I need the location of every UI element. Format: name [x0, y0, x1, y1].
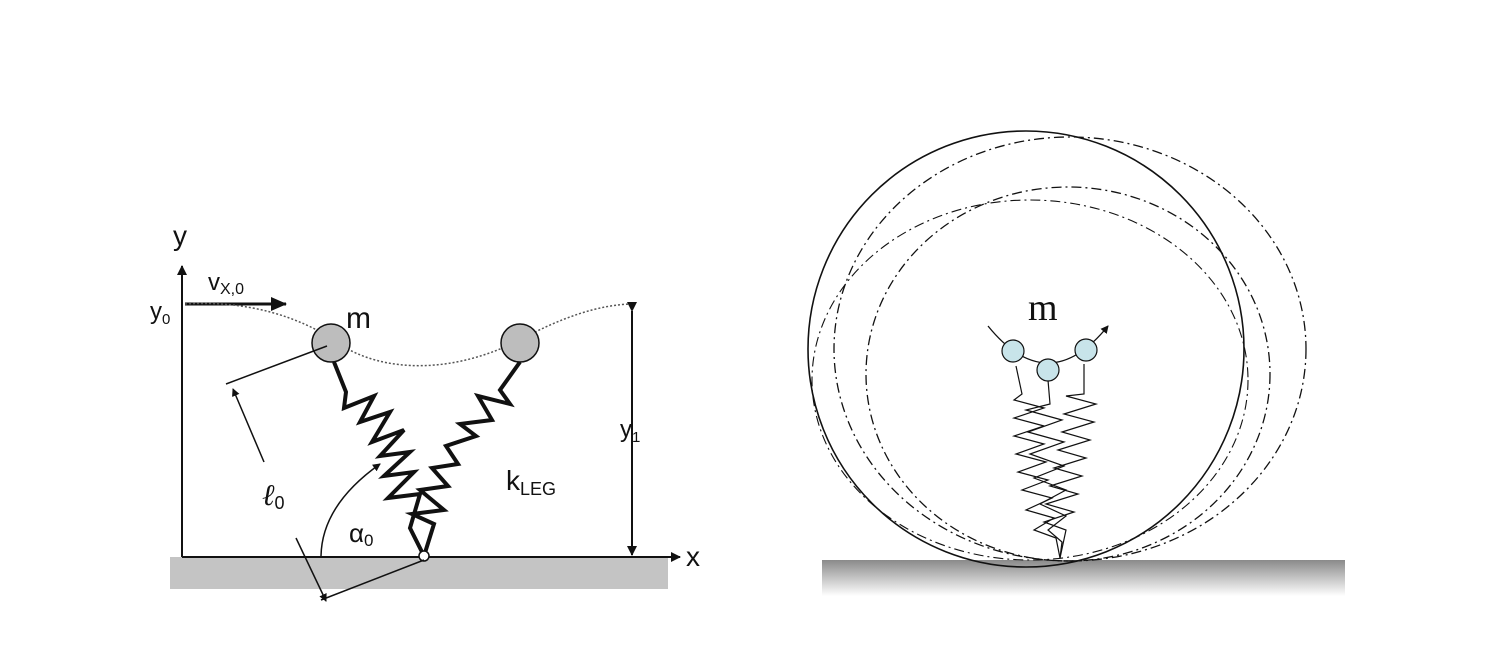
velocity-label: vX,0 — [208, 269, 244, 298]
foot-pivot — [418, 550, 430, 562]
mass-right — [1074, 338, 1098, 362]
trajectory-path — [184, 302, 635, 367]
mass-label: m — [346, 302, 371, 335]
rolling-wheel-diagram: m — [807, 130, 1345, 596]
mass-label: m — [1028, 287, 1058, 329]
mass-left — [1001, 339, 1025, 363]
angle-label: α0 — [349, 518, 374, 550]
spring-left — [332, 361, 426, 557]
y-axis-label: y — [173, 220, 187, 251]
wheel-outline-left-dashdot — [811, 199, 1249, 561]
ground-bar — [822, 560, 1345, 596]
angle-arc — [320, 463, 381, 557]
spring-right — [404, 360, 522, 557]
x-axis-label: x — [686, 541, 700, 572]
leg-length-label: ℓ0 — [262, 479, 285, 513]
mass-left — [311, 323, 351, 363]
leg-length-extension-bottom — [320, 559, 425, 601]
leg-length-arrow-down — [295, 537, 327, 602]
y1-label: y1 — [620, 416, 640, 446]
stiffness-label: kLEG — [506, 465, 556, 499]
mass-right — [500, 323, 540, 363]
y0-label: y0 — [150, 298, 170, 328]
wheel-solid — [807, 130, 1245, 568]
spring-middle-inner — [1023, 379, 1068, 559]
leg-length-extension-top — [225, 345, 328, 385]
wheel-outline-outer-dashdot — [833, 136, 1307, 562]
wheel-outline-inner-dashdot — [865, 186, 1271, 562]
spring-left-inner — [1011, 365, 1061, 559]
leg-length-arrow-up — [232, 388, 265, 463]
spring-mass-diagram: y x y0 vX,0 m y1 ℓ0 α0 kLEG — [150, 220, 700, 602]
spring-right-inner — [1042, 364, 1099, 559]
mass-middle — [1036, 358, 1060, 382]
